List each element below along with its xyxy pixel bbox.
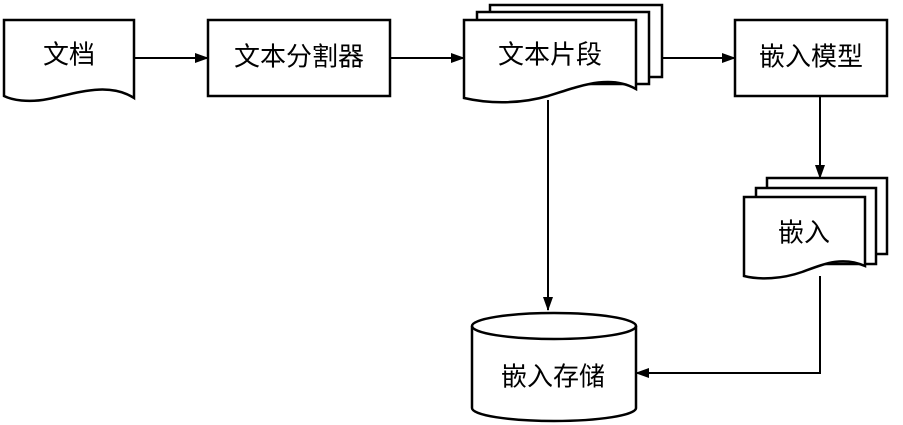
edges — [134, 53, 825, 378]
document-shape — [2, 18, 136, 103]
node-document: 文档 — [2, 18, 136, 103]
node-embeddings: 嵌入 — [742, 176, 889, 280]
database-cylinder-rim — [470, 325, 638, 341]
database-cylinder — [470, 311, 638, 423]
node-splitter: 文本分割器 — [206, 18, 392, 98]
node-embed-model: 嵌入模型 — [733, 18, 889, 98]
node-embed-model-label: 嵌入模型 — [759, 43, 863, 73]
process-box — [206, 18, 392, 98]
node-chunks-label: 文本片段 — [498, 41, 602, 71]
node-document-label: 文档 — [43, 41, 95, 71]
node-store-label: 嵌入存储 — [501, 363, 605, 393]
node-embeddings-label: 嵌入 — [778, 219, 830, 249]
document-shape — [742, 195, 867, 280]
node-store: 嵌入存储 — [470, 311, 638, 423]
node-chunks: 文本片段 — [462, 3, 664, 104]
edge-embeddings-to-store — [635, 276, 821, 378]
document-shape — [462, 18, 638, 104]
process-box — [733, 18, 889, 98]
node-splitter-label: 文本分割器 — [234, 43, 364, 73]
